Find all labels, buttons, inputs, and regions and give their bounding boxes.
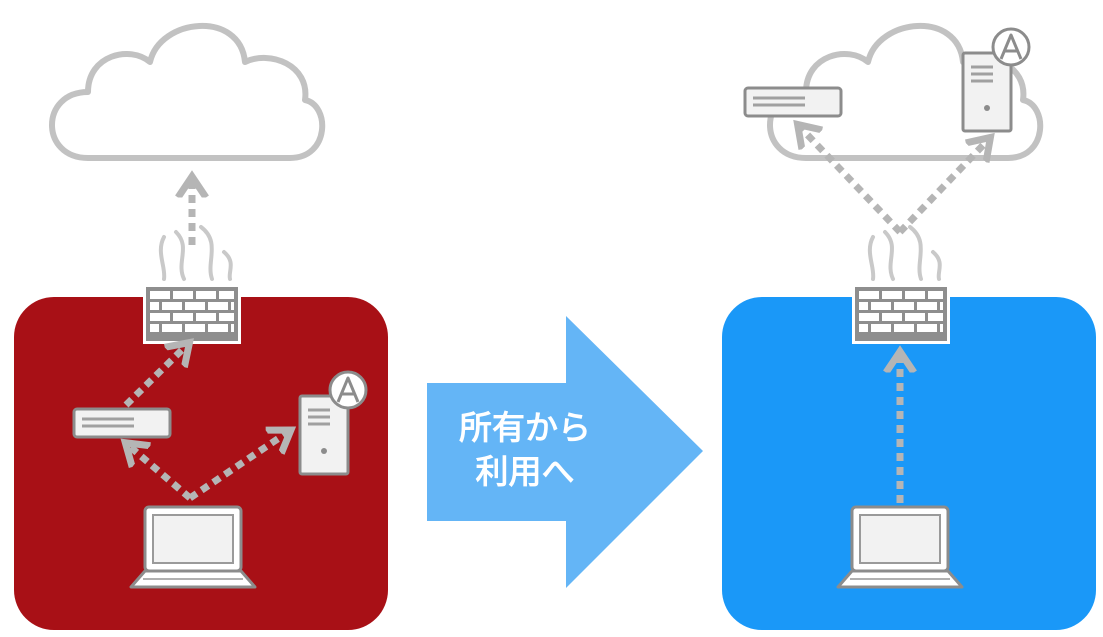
- firewall-icon: [855, 227, 947, 341]
- before-panel: [14, 297, 388, 630]
- laptop-icon: [129, 505, 257, 589]
- transition-label-line1: 所有から: [459, 408, 591, 447]
- cloud-icon: [52, 26, 322, 158]
- transition-arrow-shape: [427, 316, 703, 588]
- connection-switch-to-firewall: [123, 345, 187, 408]
- before-section: [14, 26, 388, 630]
- connection-firewall-to-cloud-switch: [800, 127, 903, 235]
- laptop-icon: [836, 505, 964, 589]
- after-panel: [722, 297, 1096, 630]
- network-switch-icon: [72, 407, 172, 439]
- transition-label-line2: 利用へ: [476, 452, 575, 491]
- connection-laptop-to-server: [188, 432, 288, 501]
- network-switch-icon: [743, 86, 843, 118]
- connection-firewall-to-cloud-server: [897, 140, 988, 235]
- after-section: [722, 26, 1096, 630]
- transition-arrow: 所有から 利用へ: [427, 316, 703, 588]
